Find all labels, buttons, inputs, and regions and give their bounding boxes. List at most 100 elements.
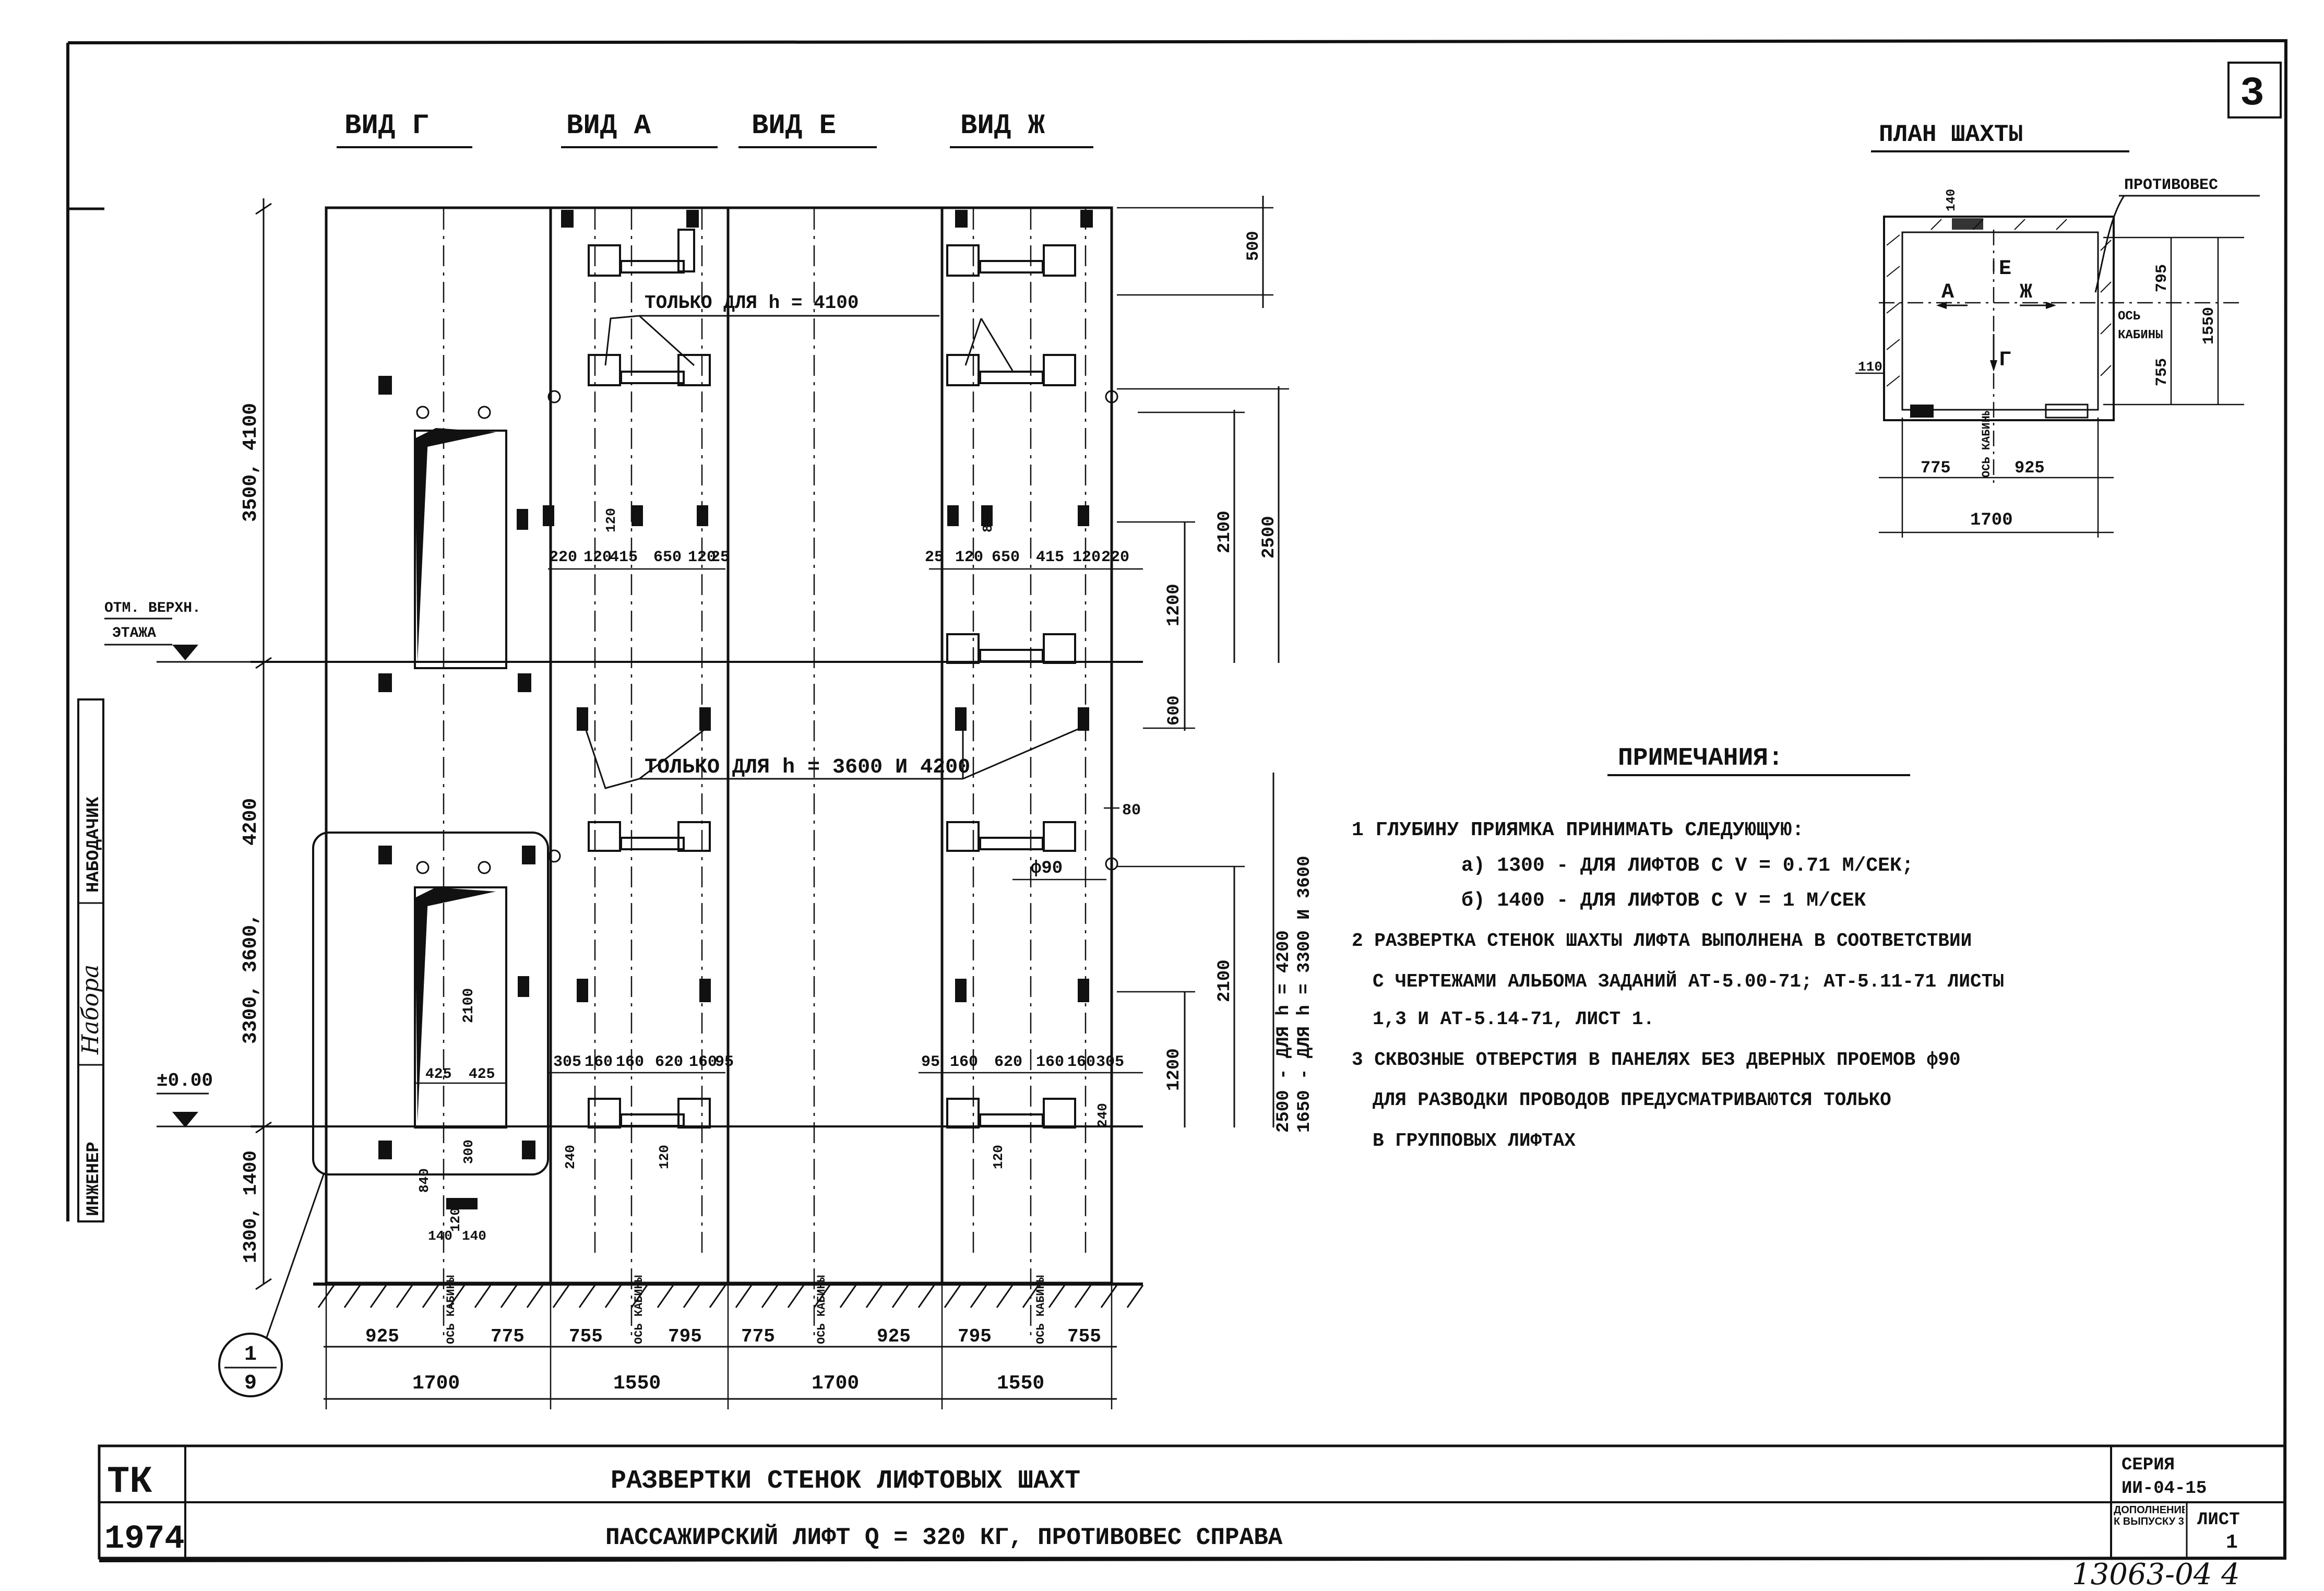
small-dims: 425 425 2100 240 120 120 840 120 140 140… [415,508,1111,1244]
svg-text:795: 795 [668,1326,702,1347]
left-dim-middle: 4200 [240,798,262,846]
svg-text:95: 95 [715,1053,734,1071]
view-title-g: ВИД Г [344,110,429,142]
svg-text:755: 755 [2153,358,2171,386]
svg-text:755: 755 [1067,1326,1101,1347]
tb-sheet-value: 1 [2226,1531,2238,1554]
svg-text:160: 160 [950,1053,978,1071]
note-line-8: ДЛЯ РАЗВОДКИ ПРОВОДОВ ПРЕДУСМАТРИВАЮТСЯ … [1373,1089,1891,1111]
svg-text:160: 160 [616,1053,644,1071]
dim-500: 500 [1244,231,1263,261]
note-line-1: 1 ГЛУБИНУ ПРИЯМКА ПРИНИМАТЬ СЛЕДУЮЩУЮ: [1352,819,1804,841]
svg-text:120: 120 [688,549,716,566]
title-block: ТК 1974 РАЗВЕРТКИ СТЕНОК ЛИФТОВЫХ ШАХТ П… [98,1444,2286,1591]
note-line-4: 2 РАЗВЕРТКА СТЕНОК ШАХТЫ ЛИФТА ВЫПОЛНЕНА… [1352,930,1972,952]
svg-text:240: 240 [563,1145,578,1169]
view-zh-brackets [946,210,1118,1129]
svg-text:1700: 1700 [1970,510,2013,530]
svg-text:25: 25 [925,549,944,566]
svg-text:840: 840 [416,1168,432,1193]
plan-label-e: Е [1999,257,2011,281]
checker-label: НАБОДАЧИК [84,797,104,893]
dim-600: 600 [1164,695,1184,726]
svg-text:415: 415 [1036,549,1064,566]
svg-text:775: 775 [491,1326,525,1347]
door-opening-lower [312,832,549,1209]
dim-range-4200: 2500 - ДЛЯ h = 4200 [1274,930,1294,1133]
tb-title-1: РАЗВЕРТКИ СТЕНОК ЛИФТОВЫХ ШАХТ [611,1466,1080,1496]
view-title-e: ВИД Е [752,110,836,142]
notes-title: ПРИМЕЧАНИЯ: [1618,744,1783,773]
plan-axis-right: ОСЬ [2118,310,2140,324]
svg-text:650: 650 [992,549,1020,566]
note-line-9: В ГРУППОВЫХ ЛИФТАХ [1373,1130,1576,1151]
svg-text:620: 620 [994,1053,1022,1071]
dim-80: 80 [1122,802,1141,820]
svg-text:425: 425 [469,1066,495,1083]
svg-text:1700: 1700 [412,1372,460,1395]
door-opening-upper [378,376,531,692]
svg-text:925: 925 [877,1326,911,1347]
sheet-frame: 3 [66,39,2288,1562]
tb-sheet-label: ЛИСТ [2197,1510,2240,1530]
svg-text:120: 120 [955,549,983,566]
bottom-dims: 925 ОСЬ КАБИНЫ 775 1700 755 ОСЬ КАБИНЫ 7… [324,1275,1117,1409]
left-dim-top: 3500, 4100 [240,403,262,522]
plan-axis-bottom: ОСЬ КАБИНЫ [1980,409,1993,478]
svg-text:ОСЬ КАБИНЫ: ОСЬ КАБИНЫ [815,1275,828,1344]
svg-text:925: 925 [2015,458,2045,478]
svg-text:160: 160 [689,1053,717,1071]
only-for-3600-4200-callout: ТОЛЬКО ДЛЯ h = 3600 И 4200 [583,725,1081,789]
level-top-floor-1: ОТМ. ВЕРХН. [104,600,201,616]
tb-year: 1974 [104,1521,185,1558]
level-zero: ±0.00 [157,1070,213,1091]
top-dim-200: 80 [980,516,996,532]
engineer-label: ИНЖЕНЕР [84,1142,104,1216]
svg-text:220: 220 [1101,549,1129,566]
svg-text:1550: 1550 [613,1372,661,1395]
plan-label-a: А [1941,281,1954,304]
sheet-number: 3 [2240,71,2265,117]
svg-text:ОСЬ КАБИНЫ: ОСЬ КАБИНЫ [633,1275,646,1344]
svg-text:120: 120 [583,549,612,566]
svg-text:25: 25 [711,549,730,566]
note-line-2: а) 1300 - ДЛЯ ЛИФТОВ С V = 0.71 М/СЕК; [1461,854,1914,877]
plan-title: ПЛАН ШАХТЫ [1879,121,2023,148]
right-vertical-dims: 500 2500 2100 1200 600 80 ф90 2100 1200 … [1012,196,1315,1133]
svg-text:95: 95 [921,1053,940,1071]
svg-text:220: 220 [549,549,577,566]
tb-series-label: СЕРИЯ [2122,1455,2175,1475]
svg-text:140: 140 [462,1228,486,1244]
signature: Набора [77,965,104,1055]
svg-text:120: 120 [1072,549,1101,566]
svg-text:925: 925 [365,1326,399,1347]
svg-text:240: 240 [1095,1103,1111,1127]
tb-release-label: ДОПОЛНЕНИЕ К ВЫПУСКУ 3 [2114,1504,2185,1527]
level-top-floor-2: ЭТАЖА [112,625,156,642]
plan-label-zh: Ж [2020,281,2032,304]
tb-release: ДОПОЛНЕНИЕ К ВЫПУСКУ 3 [2114,1504,2185,1527]
tb-title-2: ПАССАЖИРСКИЙ ЛИФТ Q = 320 КГ, ПРОТИВОВЕС… [605,1524,1283,1551]
callout-bottom: 9 [244,1372,257,1395]
svg-text:795: 795 [2153,264,2171,292]
plan-counterweight: ПРОТИВОВЕС [2124,176,2218,194]
only-for-4100-text: ТОЛЬКО ДЛЯ h = 4100 [645,292,859,314]
svg-text:160: 160 [1067,1053,1095,1071]
svg-text:1550: 1550 [997,1372,1044,1395]
svg-text:1700: 1700 [812,1372,859,1395]
top-dim-140: 120 [603,508,619,532]
left-margin-strip: ИНЖЕНЕР Набора НАБОДАЧИК [68,207,104,1222]
callout-top: 1 [244,1343,257,1367]
dim-1200-low: 1200 [1164,1048,1184,1091]
only-for-3600-4200-text: ТОЛЬКО ДЛЯ h = 3600 И 4200 [645,756,970,779]
svg-text:160: 160 [585,1053,613,1071]
wall-elevation: ТОЛЬКО ДЛЯ h = 4100 ТОЛЬКО ДЛЯ h = 3600 … [104,196,1315,1409]
left-dim-lower: 3300, 3600, [240,913,262,1044]
svg-text:305: 305 [1096,1053,1124,1071]
view-titles: ВИД Г ВИД А ВИД Е ВИД Ж [337,110,1093,148]
dim-2500: 2500 [1259,516,1279,559]
svg-text:140: 140 [1945,189,1959,211]
note-line-3: б) 1400 - ДЛЯ ЛИФТОВ С V = 1 М/СЕК [1461,889,1866,912]
left-vertical-dims: 3500, 4100 4200 3300, 3600, 1300, 1400 [240,198,272,1290]
